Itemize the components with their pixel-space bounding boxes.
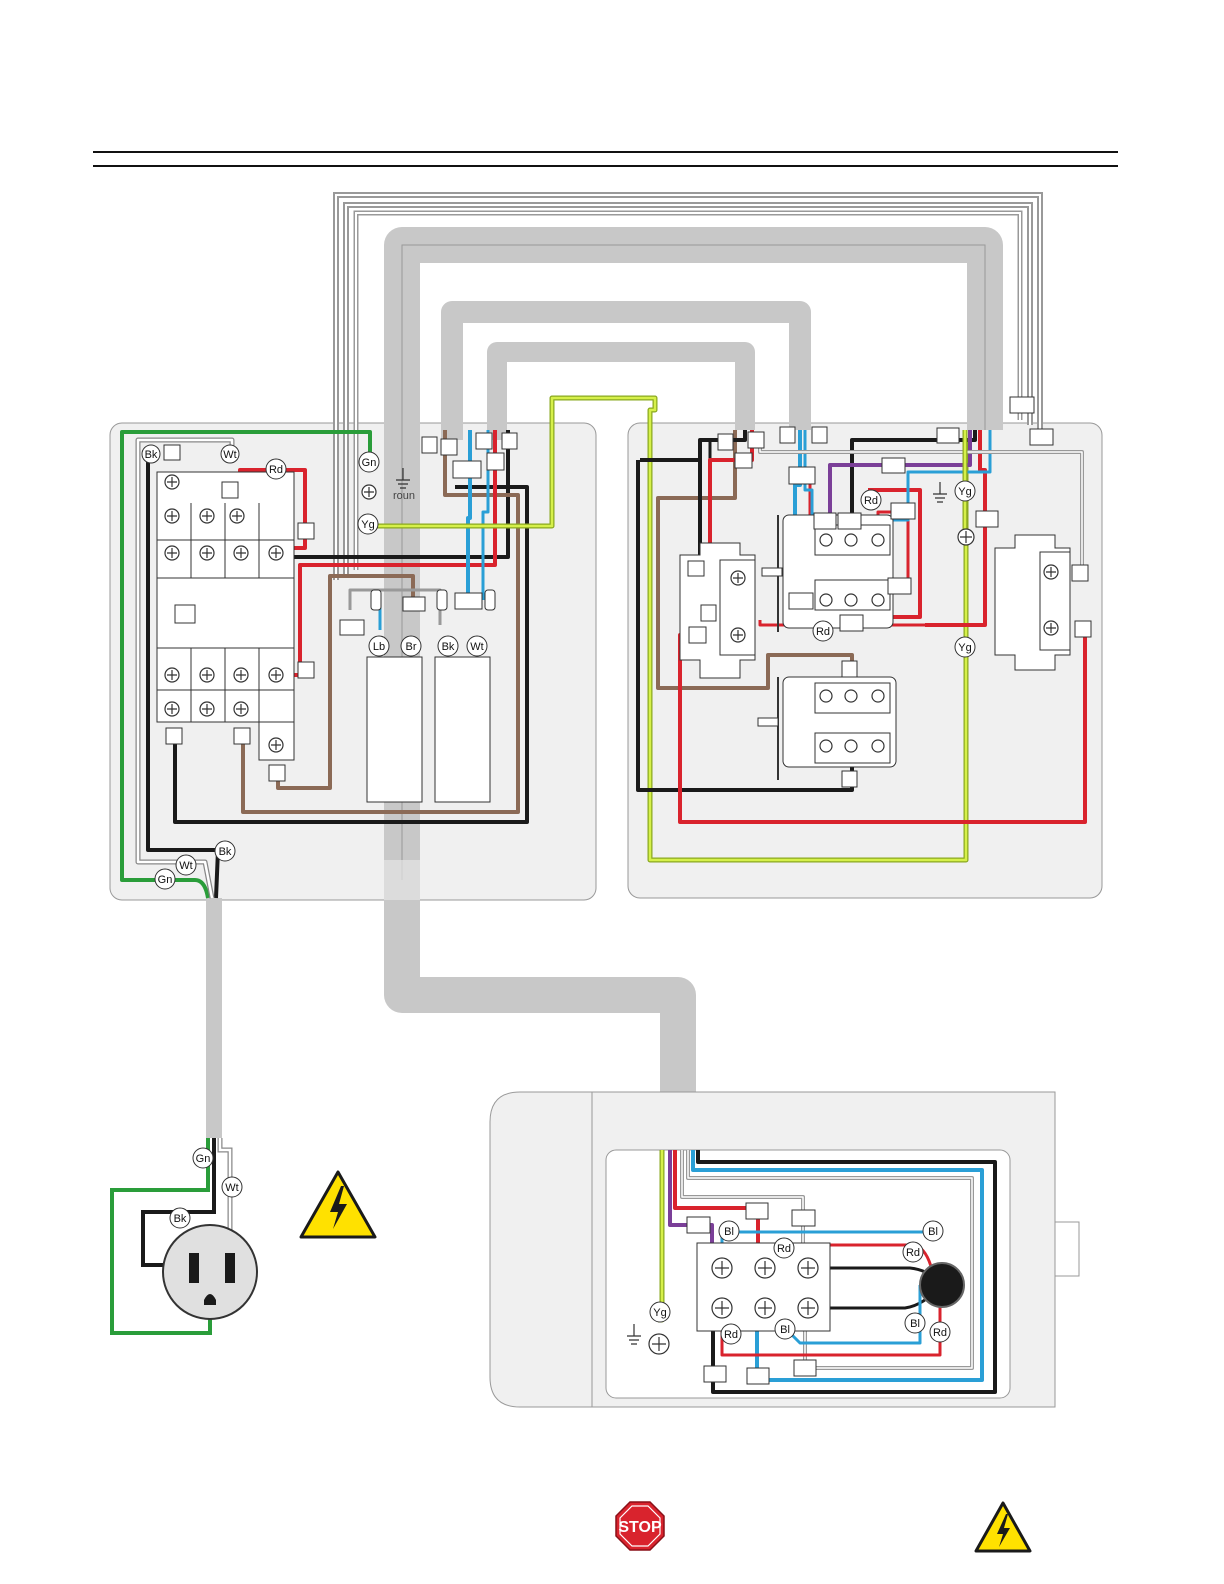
label-rd-4: Rd: [774, 1238, 794, 1258]
label-rd-5-text: Rd: [906, 1247, 920, 1259]
label-bk-4: Bk: [170, 1208, 190, 1228]
motor-icon: [920, 1263, 964, 1307]
label-bk-3-text: Bk: [219, 846, 232, 858]
label-bl-4-text: Bl: [910, 1318, 920, 1330]
label-bl-1: Bl: [719, 1221, 739, 1241]
label-wt-2-text: Wt: [470, 641, 483, 653]
label-yg-4-text: Yg: [653, 1307, 666, 1319]
label-bl-2: Bl: [923, 1221, 943, 1241]
label-bk-1-text: Bk: [145, 449, 158, 461]
label-rd-4-text: Rd: [777, 1243, 791, 1255]
label-bk-2-text: Bk: [442, 641, 455, 653]
label-wt-4-text: Wt: [225, 1182, 238, 1194]
label-yg-1: Yg: [358, 514, 378, 534]
label-wt-3: Wt: [176, 855, 196, 875]
label-yg-3-text: Yg: [958, 642, 971, 654]
label-gn-2-text: Gn: [158, 874, 173, 886]
power-cord: [206, 898, 222, 1138]
label-bk-2: Bk: [438, 636, 458, 656]
label-bl-3: Bl: [775, 1319, 795, 1339]
label-gn-1: Gn: [359, 452, 379, 472]
label-wt-1-text: Wt: [223, 449, 236, 461]
label-br-text: Br: [406, 641, 417, 653]
warning-electrical-icon: [301, 1172, 375, 1237]
capacitor-left: [367, 657, 422, 802]
label-yg-1-text: Yg: [361, 519, 374, 531]
label-wt-3-text: Wt: [179, 860, 192, 872]
label-yg-2: Yg: [955, 481, 975, 501]
label-rd-2: Rd: [861, 490, 881, 510]
ground-label: roun: [393, 490, 415, 502]
label-bl-1-text: Bl: [724, 1226, 734, 1238]
switch-right: [995, 535, 1070, 670]
label-lb-text: Lb: [373, 641, 385, 653]
label-bl-2-text: Bl: [928, 1226, 938, 1238]
stop-sign-text: STOP: [618, 1519, 662, 1536]
label-br: Br: [401, 636, 421, 656]
label-bl-3-text: Bl: [780, 1324, 790, 1336]
label-rd-3: Rd: [813, 621, 833, 641]
label-rd-1: Rd: [266, 459, 286, 479]
label-bl-4: Bl: [905, 1313, 925, 1333]
label-lb: Lb: [369, 636, 389, 656]
label-bk-3: Bk: [215, 841, 235, 861]
label-yg-3: Yg: [955, 637, 975, 657]
label-yg-2-text: Yg: [958, 486, 971, 498]
label-wt-2: Wt: [467, 636, 487, 656]
label-rd-7: Rd: [930, 1322, 950, 1342]
label-yg-4: Yg: [650, 1302, 670, 1322]
capacitor-right: [435, 657, 490, 802]
label-gn-1-text: Gn: [362, 457, 377, 469]
label-gn-3: Gn: [193, 1148, 213, 1168]
conduit-overlap: [384, 860, 420, 900]
label-rd-2-text: Rd: [864, 495, 878, 507]
label-rd-6-text: Rd: [724, 1329, 738, 1341]
label-gn-3-text: Gn: [196, 1153, 211, 1165]
label-wt-1: Wt: [221, 445, 239, 463]
label-wt-4: Wt: [222, 1177, 242, 1197]
label-rd-3-text: Rd: [816, 626, 830, 638]
label-bk-1: Bk: [142, 445, 160, 463]
label-gn-2: Gn: [155, 869, 175, 889]
label-rd-1-text: Rd: [269, 464, 283, 476]
warning-electrical-icon-footer: [976, 1503, 1030, 1551]
label-rd-6: Rd: [721, 1324, 741, 1344]
label-bk-4-text: Bk: [174, 1213, 187, 1225]
stop-sign-icon: STOP: [616, 1502, 664, 1550]
outlet-icon: [163, 1225, 257, 1319]
label-rd-5: Rd: [903, 1242, 923, 1262]
label-rd-7-text: Rd: [933, 1327, 947, 1339]
